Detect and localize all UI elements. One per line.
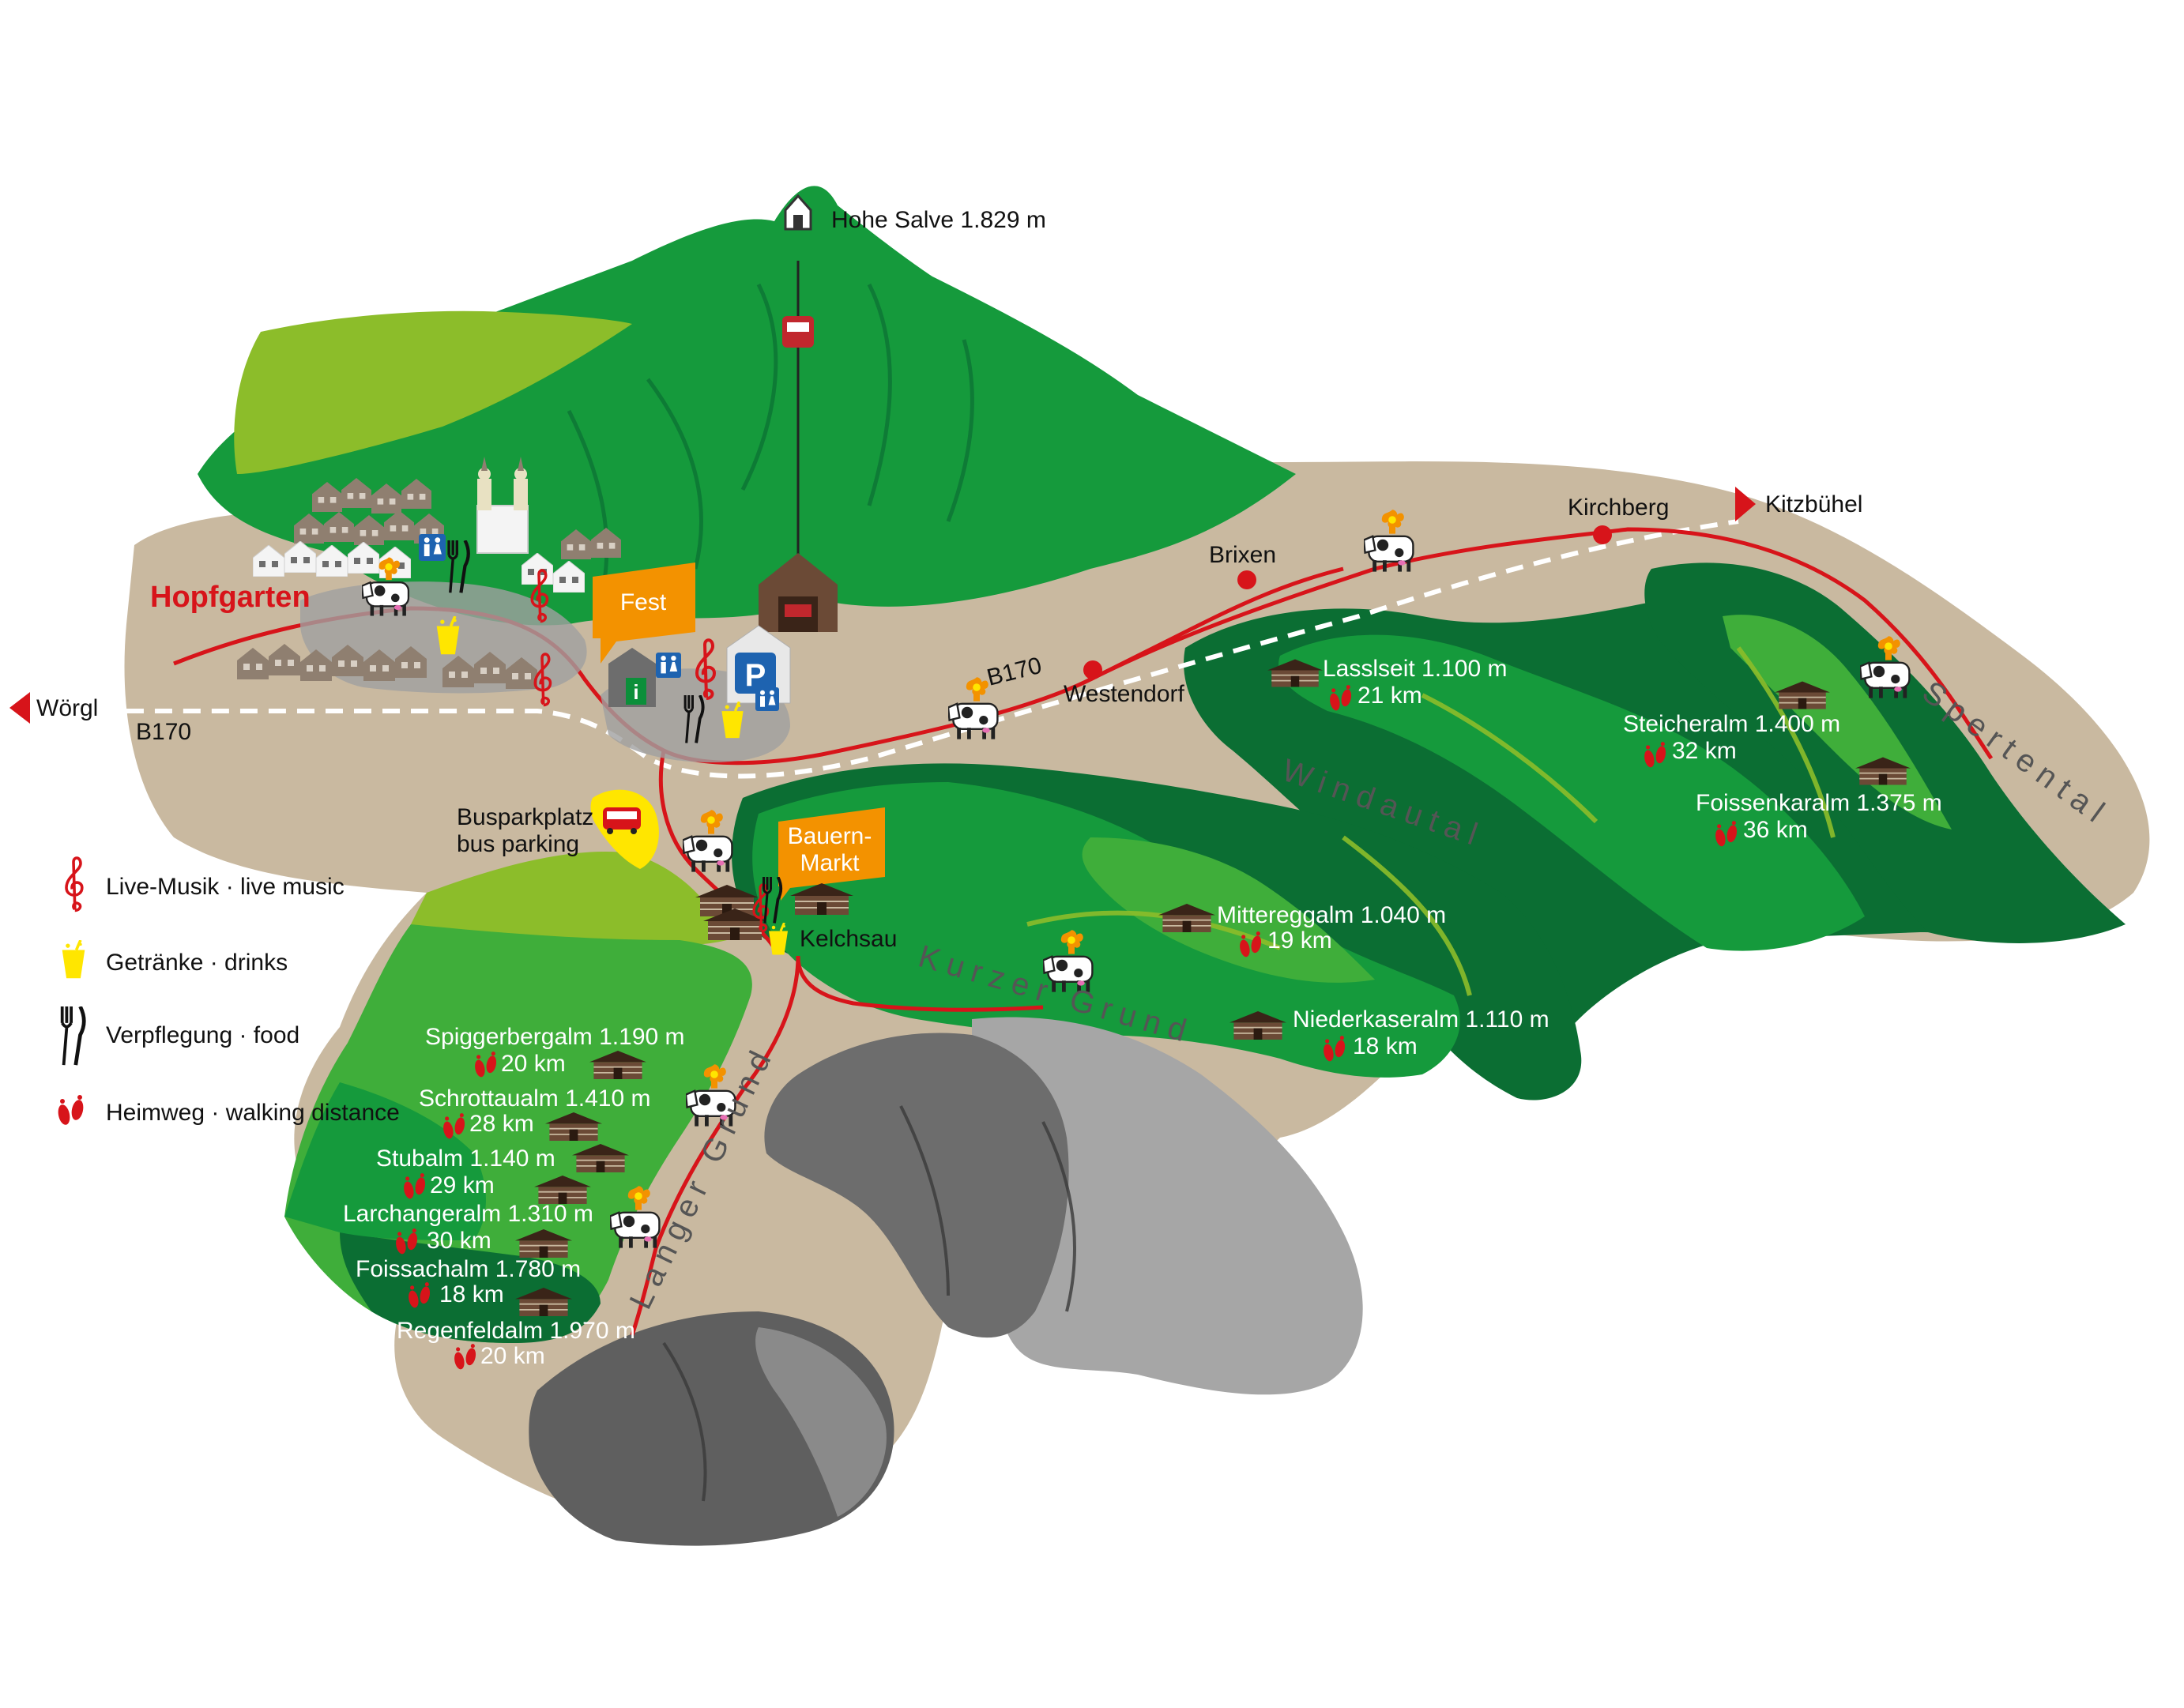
meadow-bus-area xyxy=(411,852,727,947)
legend-label: Heimweg · walking distance xyxy=(106,1100,400,1126)
town-label-westendorf: Westendorf xyxy=(1064,681,1185,707)
alm-distance: 18 km xyxy=(439,1281,504,1307)
alm-name: Foissachalm 1.780 m xyxy=(356,1256,581,1282)
summit-chapel-icon xyxy=(784,194,812,231)
alm-distance: 36 km xyxy=(1743,817,1808,843)
fest-sign-label: Fest xyxy=(620,589,667,615)
drink-icon xyxy=(60,940,87,980)
peak-label: Hohe Salve 1.829 m xyxy=(831,207,1046,233)
bauernmarkt-sign-line1: Bauern- xyxy=(788,823,872,849)
kirchberg-dot[interactable] xyxy=(1593,525,1612,544)
legend-item: Verpflegung · food xyxy=(62,1006,299,1065)
forest-kurzer-grund-light xyxy=(1082,837,1375,983)
forest-kurzer-grund xyxy=(752,782,1460,1078)
town-label-kitzbuehel: Kitzbühel xyxy=(1765,491,1862,517)
legend-label: Live-Musik · live music xyxy=(106,874,345,900)
gondola-icon xyxy=(782,299,814,348)
woergl-arrow-icon[interactable] xyxy=(9,692,30,724)
alm-distance: 30 km xyxy=(427,1228,491,1254)
rock-massif-dark xyxy=(764,1033,1069,1338)
brixen-dot[interactable] xyxy=(1237,570,1256,589)
wc-icon xyxy=(419,534,446,561)
town-label-hopfgarten: Hopfgarten xyxy=(150,581,311,614)
route-westendorf-brixen xyxy=(1089,566,1344,682)
treble-clef-icon xyxy=(65,856,84,912)
road-label-b170-west: B170 xyxy=(136,719,191,745)
alm-name: Stubalm 1.140 m xyxy=(376,1146,555,1172)
hohe-salve-mountain xyxy=(198,186,1296,626)
bus-parking-label-en: bus parking xyxy=(457,831,579,857)
legend-item: Getränke · drinks xyxy=(60,940,288,980)
fest-sign[interactable]: Fest xyxy=(593,562,695,664)
alm-name: Steicheralm 1.400 m xyxy=(1623,711,1840,737)
hopfgarten-village xyxy=(237,457,621,707)
alm-distance: 18 km xyxy=(1353,1033,1418,1059)
alm-name: Larchangeralm 1.310 m xyxy=(343,1201,593,1227)
bus-parking[interactable] xyxy=(590,789,659,869)
svg-text:i: i xyxy=(633,680,638,704)
alm-distance: 20 km xyxy=(480,1343,545,1369)
church-icon xyxy=(476,457,529,554)
alm-name: Schrottaualm 1.410 m xyxy=(419,1085,650,1112)
alm-distance: 32 km xyxy=(1672,738,1737,764)
westendorf-dot[interactable] xyxy=(1083,660,1102,679)
alm-distance: 28 km xyxy=(469,1111,534,1137)
bauernmarkt-sign[interactable]: Bauern- Markt xyxy=(778,807,885,901)
hohe-salve-west-slope xyxy=(234,310,632,474)
footprints-icon xyxy=(56,1095,85,1127)
alm-name: Niederkaseralm 1.110 m xyxy=(1293,1006,1550,1033)
fest-area: i P xyxy=(601,625,791,762)
forest-windau xyxy=(1278,634,1865,951)
forest-langer-grund-mid xyxy=(284,1082,486,1240)
legend-item: Heimweg · walking distance xyxy=(56,1095,400,1127)
alm-distance: 21 km xyxy=(1357,683,1422,709)
legend-item: Live-Musik · live music xyxy=(65,856,345,912)
town-label-kelchsau: Kelchsau xyxy=(800,926,897,952)
rock-south-light xyxy=(755,1327,887,1517)
alm-name: Mittereggalm 1.040 m xyxy=(1217,902,1446,928)
legend-label: Verpflegung · food xyxy=(106,1022,299,1048)
valley-station-icon xyxy=(759,553,838,632)
alm-distance: 20 km xyxy=(501,1051,566,1077)
b170-dashed-road xyxy=(126,519,1739,779)
wc-icon xyxy=(656,653,681,678)
route-kurzer-grund xyxy=(796,955,1044,1012)
legend: Live-Musik · live music Getränke · drink… xyxy=(56,856,400,1127)
alm-name: Foissenkaralm 1.375 m xyxy=(1696,790,1942,816)
alm-distance: 29 km xyxy=(430,1172,495,1198)
town-label-woergl: Wörgl xyxy=(36,695,98,721)
town-label-brixen: Brixen xyxy=(1209,542,1276,568)
kitzbuehel-arrow-icon[interactable] xyxy=(1735,487,1756,521)
alm-name: Regenfeldalm 1.970 m xyxy=(397,1318,635,1344)
alm-name: Spiggerbergalm 1.190 m xyxy=(425,1024,685,1050)
alm-distance: 19 km xyxy=(1267,927,1332,954)
fork-knife-icon xyxy=(62,1006,85,1065)
wc-icon xyxy=(755,687,779,711)
svg-text:P: P xyxy=(745,658,766,693)
bus-parking-label-de: Busparkplatz xyxy=(457,804,593,830)
route-langer-grund xyxy=(630,955,800,1336)
alm-name: Lasslseit 1.100 m xyxy=(1323,656,1507,682)
bauernmarkt-sign-line2: Markt xyxy=(800,850,860,876)
town-label-kirchberg: Kirchberg xyxy=(1568,495,1669,521)
legend-label: Getränke · drinks xyxy=(106,950,288,976)
